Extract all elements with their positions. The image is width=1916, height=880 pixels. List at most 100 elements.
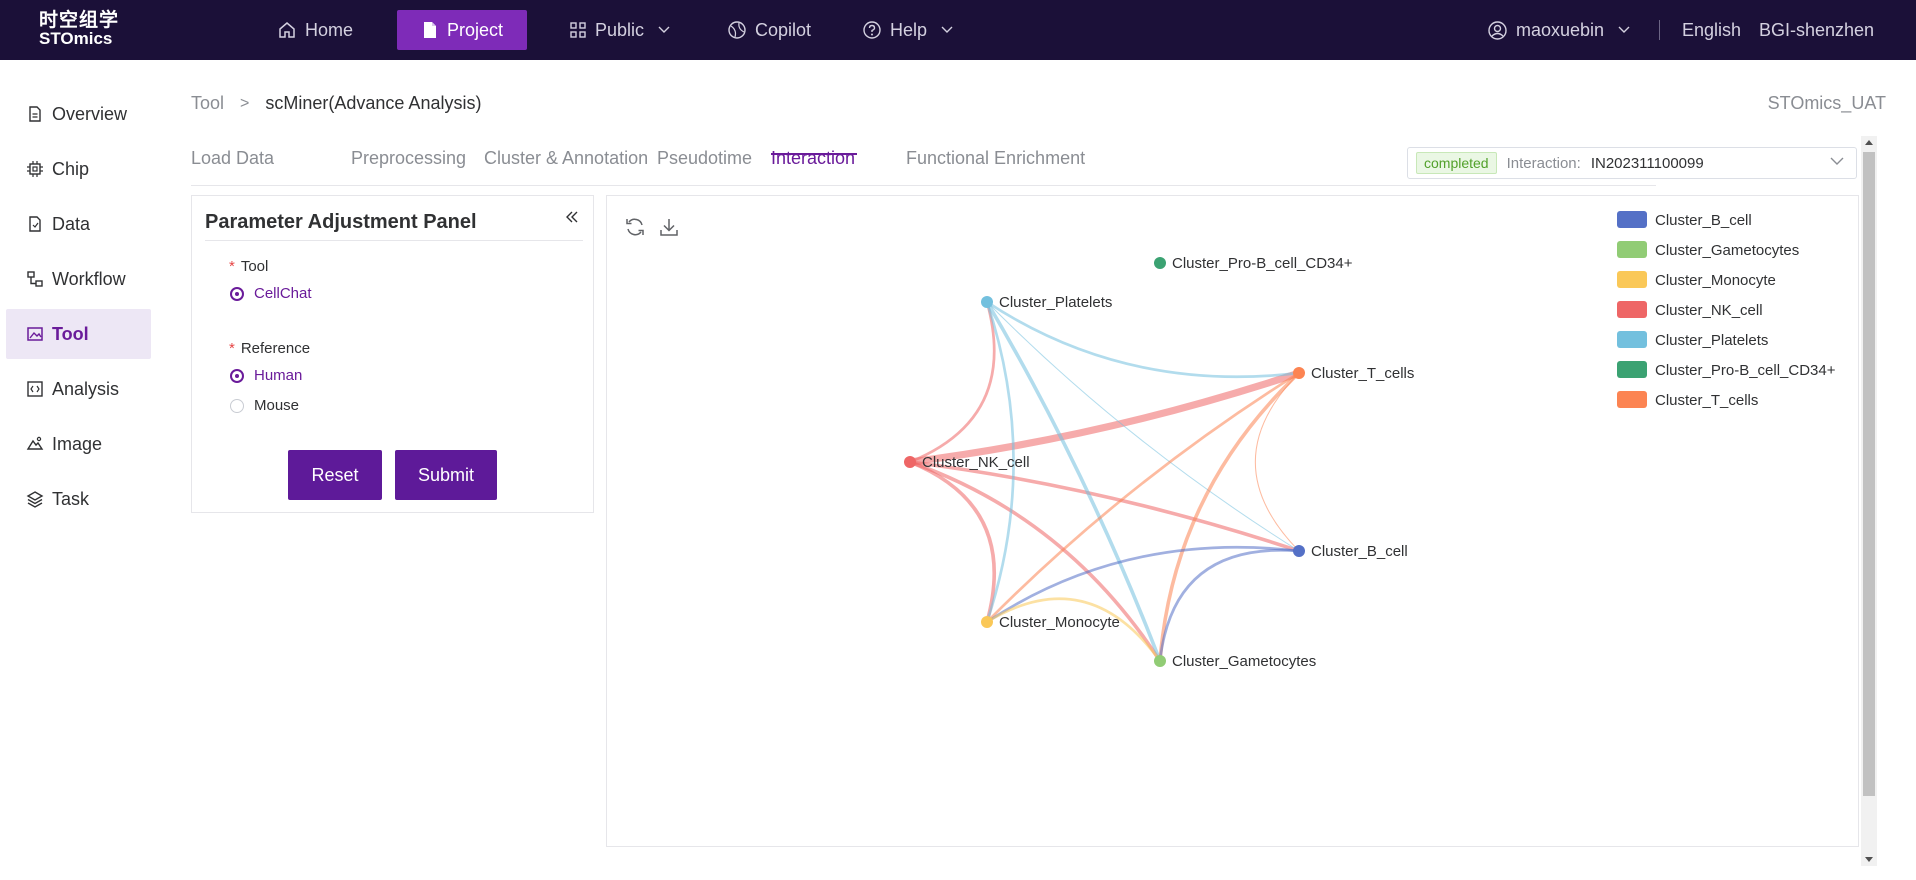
legend-swatch[interactable]: [1617, 331, 1647, 348]
network-link[interactable]: [909, 460, 1300, 553]
nav-copilot[interactable]: Copilot: [727, 10, 811, 50]
breadcrumb-separator: >: [240, 94, 250, 112]
parameter-adjustment-panel: Parameter Adjustment Panel *Tool CellCha…: [191, 195, 594, 513]
network-link[interactable]: [909, 460, 1162, 662]
network-link[interactable]: [985, 301, 1162, 662]
legend-label[interactable]: Cluster_T_cells: [1655, 392, 1758, 409]
scroll-down-arrow[interactable]: [1865, 857, 1873, 862]
legend-label[interactable]: Cluster_Platelets: [1655, 332, 1768, 349]
network-link[interactable]: [909, 460, 996, 623]
reset-button[interactable]: Reset: [288, 450, 382, 500]
radio-dot: [230, 286, 244, 301]
radio-label: CellChat: [254, 285, 312, 302]
language-switch[interactable]: English: [1682, 10, 1741, 50]
tab-functional-enrichment[interactable]: Functional Enrichment: [906, 148, 1086, 168]
collapse-icon[interactable]: [565, 210, 579, 224]
scroll-thumb[interactable]: [1863, 152, 1875, 796]
network-link[interactable]: [986, 300, 1300, 379]
nav-copilot-label: Copilot: [755, 19, 812, 40]
sidebar-item-tool[interactable]: Tool: [6, 309, 151, 359]
sidebar-item-label: Analysis: [52, 378, 120, 399]
radio-cellchat[interactable]: CellChat: [230, 285, 312, 302]
user-menu[interactable]: maoxuebin: [1487, 10, 1630, 50]
network-link[interactable]: [986, 301, 1300, 552]
tab-pseudotime[interactable]: Pseudotime: [657, 148, 753, 168]
legend-swatch[interactable]: [1617, 361, 1647, 378]
network-node[interactable]: [1154, 655, 1166, 667]
scroll-up-arrow[interactable]: [1865, 140, 1873, 145]
network-node[interactable]: [1154, 257, 1166, 269]
nav-public[interactable]: Public: [569, 10, 670, 50]
network-link[interactable]: [909, 369, 1301, 466]
network-link[interactable]: [909, 301, 996, 464]
network-link[interactable]: [985, 301, 1015, 623]
tab-cluster-annotation[interactable]: Cluster & Annotation: [484, 148, 649, 168]
org-switch[interactable]: BGI-shenzhen: [1759, 10, 1874, 50]
layers-icon: [26, 491, 44, 508]
submit-button[interactable]: Submit: [395, 450, 497, 500]
tab-preprocessing[interactable]: Preprocessing: [351, 148, 467, 168]
radio-mouse[interactable]: Mouse: [230, 397, 299, 414]
chevron-down-icon: [658, 26, 670, 33]
legend-label[interactable]: Cluster_Pro-B_cell_CD34+: [1655, 362, 1836, 379]
network-node[interactable]: [1293, 545, 1305, 557]
node-label: Cluster_Monocyte: [999, 614, 1120, 631]
stomics-logo[interactable]: 时空组学 STOmics: [39, 11, 119, 48]
network-link[interactable]: [1158, 371, 1301, 662]
active-tab-indicator: [771, 153, 857, 155]
legend-label[interactable]: Cluster_Gametocytes: [1655, 242, 1799, 259]
legend-swatch[interactable]: [1617, 211, 1647, 228]
page-scrollbar[interactable]: [1861, 136, 1877, 866]
refresh-icon[interactable]: [624, 216, 646, 238]
nav-project[interactable]: Project: [397, 10, 528, 50]
node-label: Cluster_T_cells: [1311, 365, 1414, 382]
chevron-down-icon: [941, 26, 953, 33]
radio-human[interactable]: Human: [230, 367, 302, 384]
required-mark: *: [229, 340, 235, 357]
legend-label[interactable]: Cluster_Monocyte: [1655, 272, 1776, 289]
status-badge: completed: [1416, 152, 1497, 174]
network-node[interactable]: [981, 616, 993, 628]
sidebar-item-analysis[interactable]: Analysis: [6, 364, 151, 414]
legend-swatch[interactable]: [1617, 271, 1647, 288]
network-link[interactable]: [1158, 548, 1300, 662]
breadcrumb-root[interactable]: Tool: [191, 93, 225, 113]
logo-en-text: STOmics: [39, 29, 113, 48]
sidebar-item-task[interactable]: Task: [6, 474, 151, 524]
legend-swatch[interactable]: [1617, 301, 1647, 318]
network-node[interactable]: [904, 456, 916, 468]
sidebar-item-image[interactable]: Image: [6, 419, 151, 469]
network-link[interactable]: [986, 597, 1162, 662]
node-label: Cluster_B_cell: [1311, 543, 1408, 560]
node-label: Cluster_NK_cell: [922, 454, 1030, 471]
network-node[interactable]: [1293, 367, 1305, 379]
nav-home[interactable]: Home: [277, 10, 353, 50]
chart-toolbar: [624, 216, 692, 238]
interaction-select[interactable]: completed Interaction: IN202311100099: [1407, 147, 1857, 179]
language-label: English: [1682, 19, 1742, 40]
network-link[interactable]: [1254, 372, 1300, 552]
topbar-divider: [1659, 20, 1660, 40]
sidebar-item-overview[interactable]: Overview: [6, 89, 151, 139]
tab-load-data[interactable]: Load Data: [191, 148, 275, 168]
nav-project-label: Project: [447, 19, 504, 40]
interaction-network-chart: Cluster_B_cellCluster_GametocytesCluster…: [904, 211, 1836, 670]
download-icon[interactable]: [658, 216, 680, 238]
panel-title: Parameter Adjustment Panel: [205, 211, 477, 233]
network-link[interactable]: [986, 371, 1300, 623]
sidebar-item-workflow[interactable]: Workflow: [6, 254, 151, 304]
nav-help[interactable]: Help: [862, 10, 953, 50]
legend-label[interactable]: Cluster_B_cell: [1655, 212, 1752, 229]
radio-dot: [230, 368, 244, 383]
top-navigation-bar: 时空组学 STOmics Home Project Public Copilot…: [0, 0, 1916, 60]
legend-swatch[interactable]: [1617, 391, 1647, 408]
org-label: BGI-shenzhen: [1759, 19, 1875, 40]
data-file-icon: [29, 216, 41, 232]
legend-label[interactable]: Cluster_NK_cell: [1655, 302, 1763, 319]
legend-swatch[interactable]: [1617, 241, 1647, 258]
network-link[interactable]: [986, 545, 1300, 624]
sidebar-item-data[interactable]: Data: [6, 199, 151, 249]
tool-field-label: *Tool: [229, 258, 268, 275]
sidebar-item-chip[interactable]: Chip: [6, 144, 151, 194]
network-node[interactable]: [981, 296, 993, 308]
